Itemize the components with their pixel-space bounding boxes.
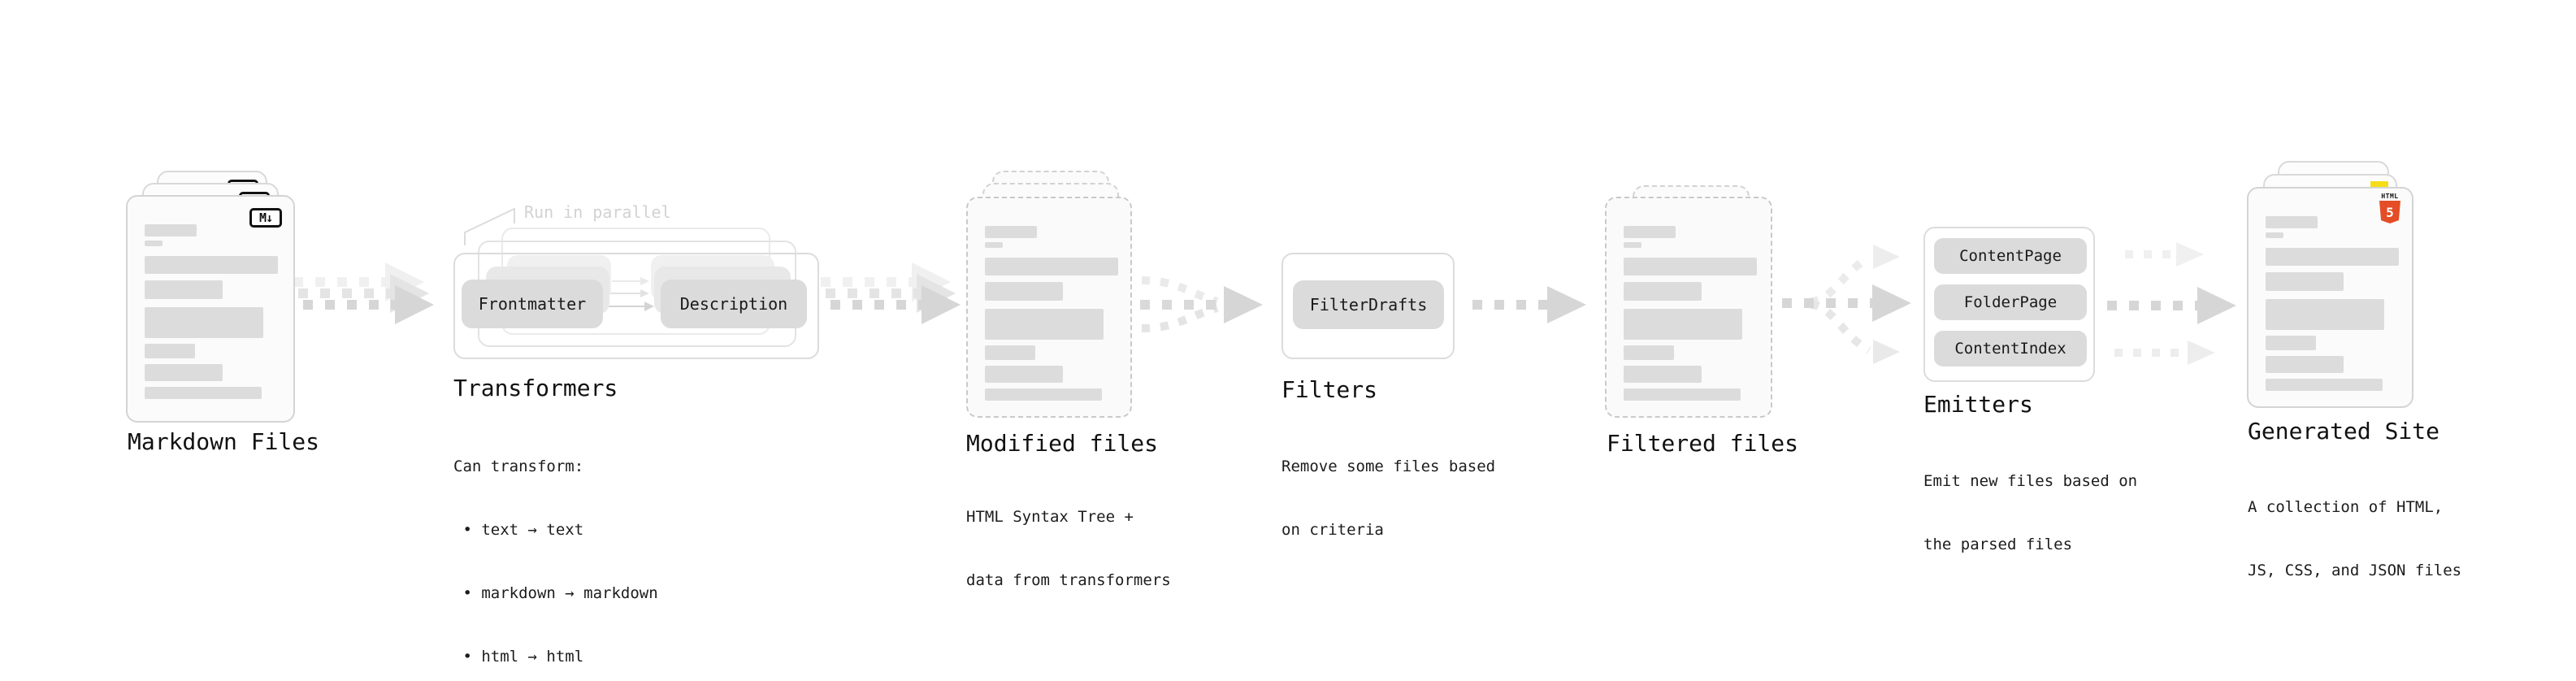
transformers-description: Can transform: • text → text • markdown … <box>453 414 658 681</box>
markdown-icon: M↓ <box>249 208 282 228</box>
placeholder-line <box>2266 379 2383 391</box>
stage-modified-files <box>966 171 1137 423</box>
arrow-modified-to-filters <box>1140 276 1263 332</box>
placeholder-line <box>2266 216 2318 228</box>
modified-files-description: HTML Syntax Tree + data from transformer… <box>966 464 1171 633</box>
html5-icon-label: HTML <box>2381 193 2399 200</box>
placeholder-line <box>145 280 223 299</box>
placeholder-line <box>1624 226 1676 238</box>
transformers-desc-heading: Can transform: <box>453 458 584 475</box>
placeholder-line <box>145 344 195 358</box>
transformers-title: Transformers <box>453 375 618 401</box>
placeholder-line <box>145 241 163 246</box>
placeholder-line <box>2266 336 2316 350</box>
markdown-files-title: Markdown Files <box>128 428 320 455</box>
placeholder-line <box>985 282 1063 301</box>
placeholder-line <box>985 309 1104 340</box>
desc-line: data from transformers <box>966 571 1171 589</box>
transformers-bullet: • markdown → markdown <box>453 584 658 602</box>
desc-line: HTML Syntax Tree + <box>966 508 1134 526</box>
emitters-description: Emit new files based on the parsed files <box>1923 428 2137 597</box>
transformers-bullet: • text → text <box>453 521 584 539</box>
placeholder-line <box>1624 242 1641 248</box>
placeholder-line <box>2266 248 2399 266</box>
placeholder-line <box>2266 232 2283 238</box>
document-placeholder-lines <box>145 224 278 399</box>
arrow-emitters-to-generated <box>2107 242 2236 365</box>
placeholder-line <box>985 366 1063 383</box>
transformer-frontmatter-pill: Frontmatter <box>462 280 603 328</box>
generated-site-title: Generated Site <box>2248 418 2440 445</box>
placeholder-line <box>985 258 1118 275</box>
placeholder-line <box>145 387 262 399</box>
placeholder-line <box>1624 345 1674 360</box>
html5-icon: HTML 5 <box>2378 193 2402 223</box>
document-placeholder-lines <box>2266 216 2399 391</box>
html5-icon-shield: 5 <box>2379 201 2400 223</box>
placeholder-line <box>145 364 223 381</box>
desc-line: on criteria <box>1281 521 1384 539</box>
document-placeholder-lines <box>985 226 1118 401</box>
placeholder-line <box>1624 282 1702 301</box>
transformers-bullet: • html → html <box>453 648 584 666</box>
transformer-description-pill: Description <box>661 280 807 328</box>
stage-filtered-files <box>1605 185 1776 423</box>
desc-line: the parsed files <box>1923 536 2073 553</box>
document-placeholder-lines <box>1624 226 1757 401</box>
desc-line: JS, CSS, and JSON files <box>2248 562 2462 579</box>
placeholder-line <box>1624 366 1702 383</box>
filters-description: Remove some files based on criteria <box>1281 414 1495 583</box>
generated-site-description: A collection of HTML, JS, CSS, and JSON … <box>2248 454 2461 623</box>
emitter-folderpage-pill: FolderPage <box>1934 284 2087 320</box>
placeholder-line <box>2266 299 2384 330</box>
emitters-title: Emitters <box>1923 391 2033 418</box>
desc-line: Remove some files based <box>1281 458 1496 475</box>
placeholder-line <box>985 226 1037 238</box>
placeholder-line <box>985 345 1035 360</box>
filtered-files-title: Filtered files <box>1607 430 1799 457</box>
transformers-box <box>453 253 819 359</box>
placeholder-line <box>2266 356 2344 373</box>
placeholder-line <box>145 256 278 274</box>
emitter-contentpage-pill: ContentPage <box>1934 238 2087 274</box>
desc-line: Emit new files based on <box>1923 472 2138 490</box>
modified-file-card <box>966 197 1132 418</box>
arrow-transformers-to-modified <box>821 262 961 324</box>
emitter-contentindex-pill: ContentIndex <box>1934 331 2087 367</box>
generated-html-file-card: HTML 5 <box>2247 187 2413 408</box>
stage-markdown-files: M↓ M↓ M↓ <box>126 171 298 423</box>
placeholder-line <box>985 242 1003 248</box>
filtered-file-card <box>1605 197 1772 418</box>
filters-title: Filters <box>1281 376 1378 403</box>
placeholder-line <box>1624 309 1742 340</box>
placeholder-line <box>985 388 1102 401</box>
placeholder-line <box>1624 258 1757 275</box>
arrow-filtered-to-emitters <box>1782 245 1911 364</box>
markdown-file-card: M↓ <box>126 195 295 423</box>
arrow-markdown-to-transformers <box>293 262 434 324</box>
filter-drafts-pill: FilterDrafts <box>1293 280 1444 329</box>
stage-generated-site: CSS HTML 5 <box>2247 161 2418 413</box>
placeholder-line <box>1624 388 1741 401</box>
placeholder-line <box>2266 272 2344 291</box>
placeholder-line <box>145 307 263 338</box>
run-in-parallel-note: Run in parallel <box>524 202 671 222</box>
placeholder-line <box>145 224 197 236</box>
modified-files-title: Modified files <box>966 430 1159 457</box>
arrow-filters-to-filtered <box>1472 286 1586 323</box>
desc-line: A collection of HTML, <box>2248 498 2444 516</box>
js-icon <box>2370 181 2388 189</box>
